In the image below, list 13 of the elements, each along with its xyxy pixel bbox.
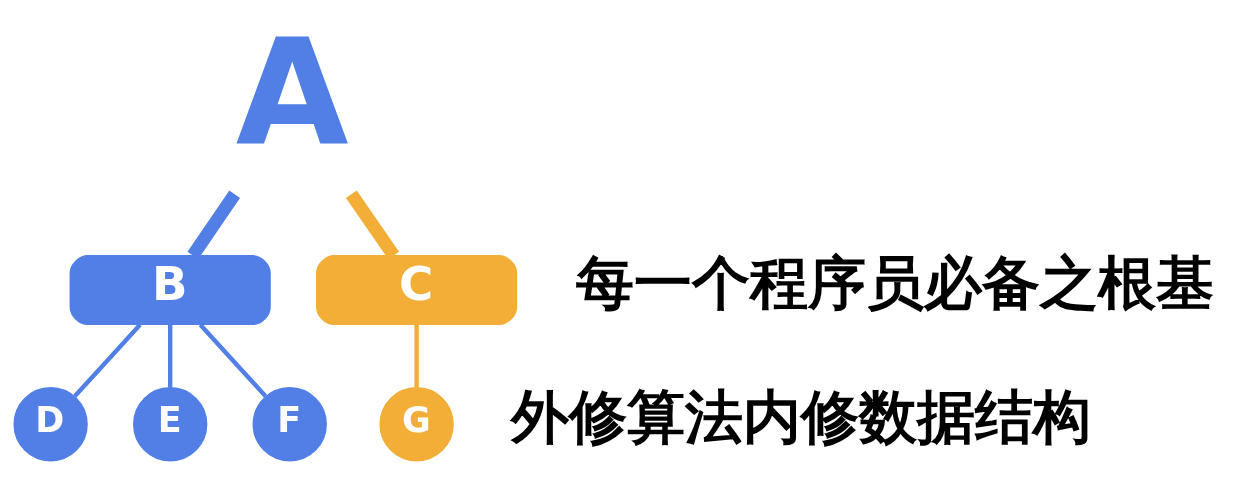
node-circle: F xyxy=(252,387,327,462)
node-text: A xyxy=(235,7,349,177)
connector xyxy=(168,324,173,388)
connector xyxy=(414,324,419,388)
node-box: B xyxy=(69,255,271,326)
label: 外修算法内修数据结构 xyxy=(511,383,1092,452)
node-circle: D xyxy=(13,387,88,462)
node-box: C xyxy=(316,255,518,326)
connector xyxy=(198,323,268,398)
node-circle: G xyxy=(379,387,454,462)
label: 每一个程序员必备之根基 xyxy=(575,249,1214,318)
node-circle: E xyxy=(133,387,208,462)
connector xyxy=(73,323,142,398)
